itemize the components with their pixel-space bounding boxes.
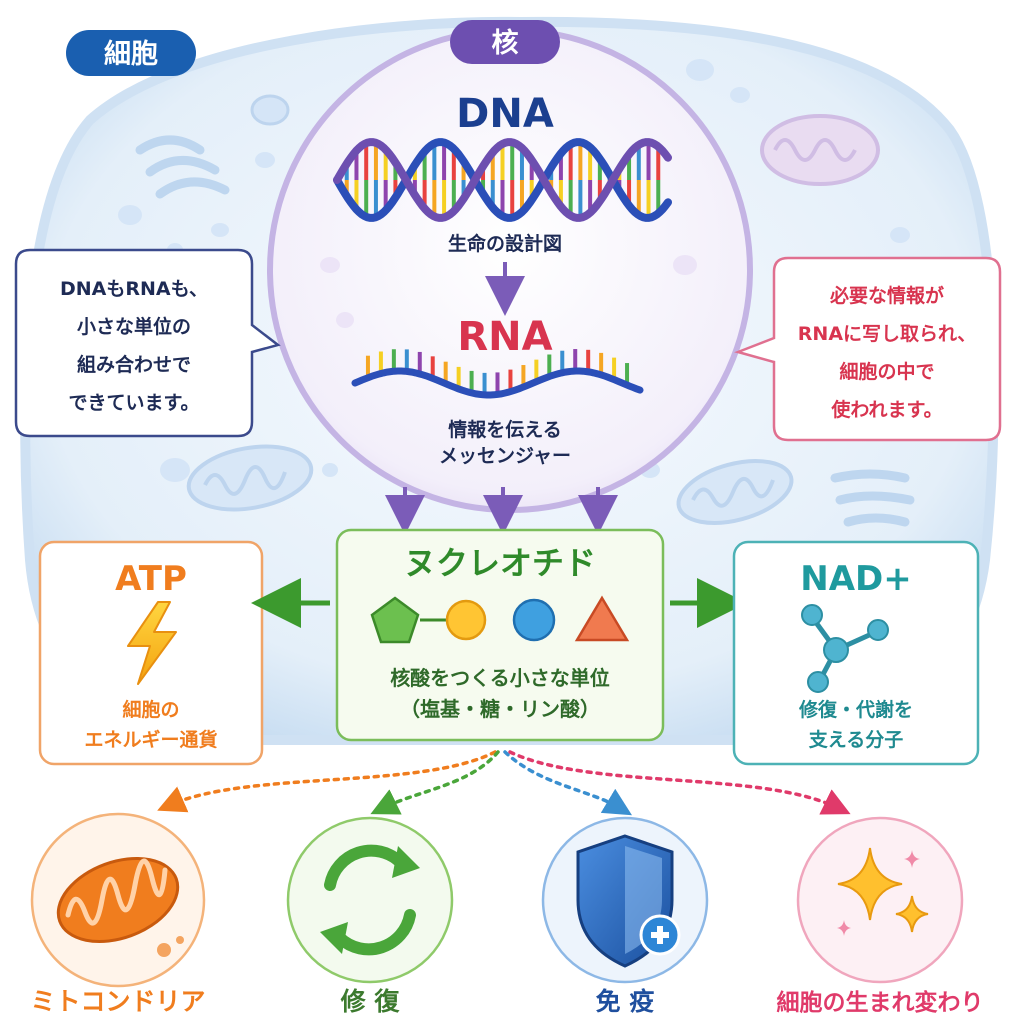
nucleotide-title: ヌクレオチド — [404, 544, 596, 582]
rna-caption-line1: 情報を伝える — [448, 418, 561, 441]
vesicle-icon — [890, 227, 910, 243]
left-bubble-line2: 小さな単位の — [77, 315, 191, 338]
left-bubble-line3: 組み合わせで — [77, 353, 191, 376]
pentagon-sugar-icon — [370, 596, 420, 644]
base-circle-icon — [512, 598, 556, 642]
nucleolus-vesicle — [336, 312, 354, 328]
right-speech-bubble: 必要な情報が RNAに写し取られ、 細胞の中で 使われます。 — [734, 256, 1002, 442]
nucleus-label: 核 — [492, 27, 519, 59]
outcome-label-renewal: 細胞の生まれ変わり — [777, 989, 984, 1016]
cell-label: 細胞 — [104, 39, 158, 70]
sparkle-icon — [837, 847, 929, 936]
outcome-label-mitochondria: ミトコンドリア — [30, 987, 205, 1016]
phosphate-circle-icon — [445, 599, 487, 641]
nucleotide-desc-line1: 核酸をつくる小さな単位 — [390, 666, 610, 690]
vesicle-icon — [211, 223, 229, 237]
recycle-arrows-icon — [324, 844, 416, 956]
vesicle-icon — [250, 94, 290, 126]
right-bubble-line2: RNAに写し取られ、 — [798, 323, 976, 345]
left-speech-bubble: DNAもRNAも、 小さな単位の 組み合わせで できています。 — [14, 248, 281, 438]
lightning-bolt-icon — [127, 601, 177, 685]
vesicle-icon — [322, 463, 338, 477]
mitochondria-small-icon — [186, 444, 314, 512]
dna-caption: 生命の設計図 — [448, 232, 562, 255]
triangle-base-icon — [574, 595, 630, 642]
left-bubble-line4: できています。 — [68, 392, 199, 414]
molecule-icon — [801, 604, 889, 693]
dna-helix-icon — [333, 138, 672, 222]
dna-title: DNA — [456, 91, 554, 137]
nucleolus-vesicle — [320, 257, 340, 273]
nad-desc-line2: 支える分子 — [808, 729, 903, 751]
organelles — [118, 59, 917, 527]
nucleotide-desc-line2: （塩基・糖・リン酸） — [400, 697, 600, 721]
outcome-label-repair: 修 復 — [340, 987, 401, 1016]
nucleolus-vesicle — [673, 255, 697, 275]
nucleus-badge — [450, 20, 560, 64]
outcome-immunity: 免 疫 — [541, 816, 709, 1016]
atp-title: ATP — [115, 559, 187, 599]
cell-badge — [66, 30, 196, 76]
nad-card: NAD+ 修復・代謝を 支える分子 — [732, 540, 980, 766]
mitochondria-small-icon — [760, 114, 880, 186]
outcome-renewal: 細胞の生まれ変わり — [777, 816, 984, 1016]
right-bubble-line4: 使われます。 — [830, 399, 942, 421]
mitochondria-small-icon — [676, 459, 794, 525]
vesicle-icon — [255, 152, 275, 168]
rna-strand-icon — [351, 349, 644, 399]
outcome-arrows — [157, 750, 851, 816]
atp-card: ATP 細胞の エネルギー通貨 — [38, 540, 264, 766]
atp-desc-line1: 細胞の — [122, 698, 179, 721]
left-bubble-line1: DNAもRNAも、 — [60, 278, 208, 300]
outcome-repair: 修 復 — [286, 816, 454, 1016]
vesicle-icon — [160, 458, 190, 482]
nucleus-to-nucleotide-arrows — [385, 487, 618, 535]
right-bubble-line1: 必要な情報が — [829, 284, 944, 307]
golgi-icon — [830, 469, 915, 527]
nad-title: NAD+ — [800, 559, 911, 599]
rna-caption-line2: メッセンジャー — [439, 445, 571, 467]
vesicle-icon — [118, 205, 142, 225]
mitochondria-icon — [56, 856, 180, 944]
nad-desc-line1: 修復・代謝を — [798, 698, 913, 721]
outcome-label-immunity: 免 疫 — [596, 987, 655, 1016]
atp-desc-line2: エネルギー通貨 — [84, 728, 217, 751]
vesicle-icon — [686, 59, 714, 81]
nucleotide-card: ヌクレオチド 核酸をつくる小さな単位 （塩基・糖・リン酸） — [335, 528, 665, 742]
vesicle-icon — [730, 87, 750, 103]
golgi-icon — [135, 135, 230, 199]
outcome-mitochondria: ミトコンドリア — [30, 812, 206, 1016]
rna-title: RNA — [457, 314, 552, 360]
right-bubble-line3: 細胞の中で — [839, 360, 934, 383]
